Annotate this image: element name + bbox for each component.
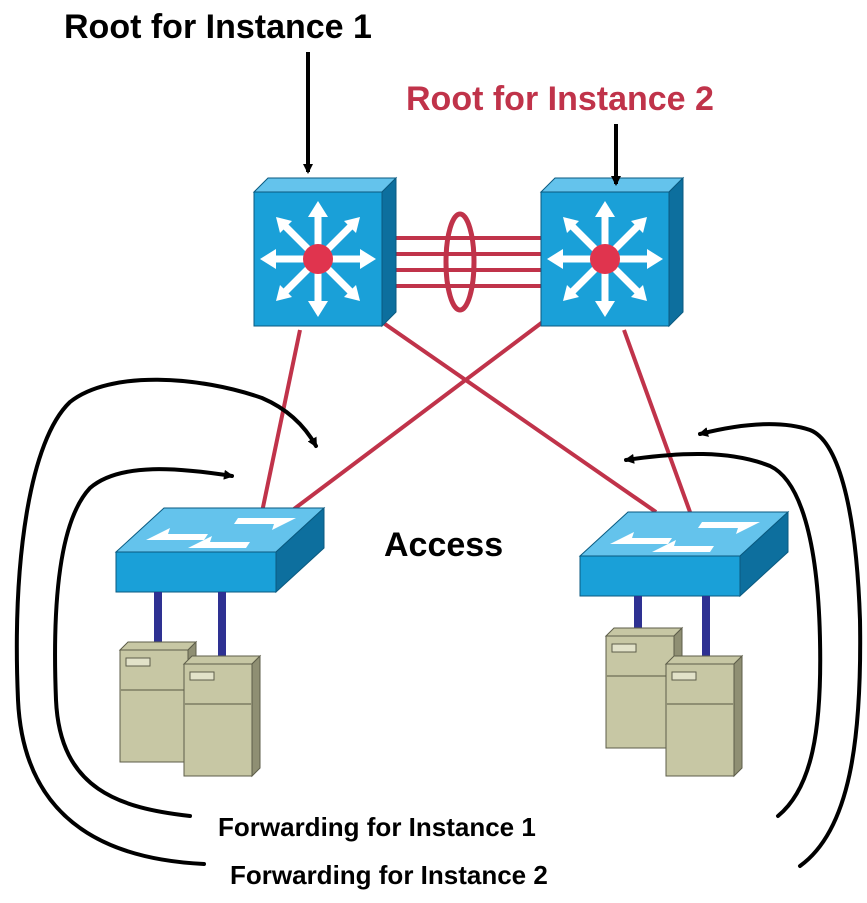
core-switch-1 (252, 176, 398, 328)
forwarding-instance-2-label: Forwarding for Instance 2 (230, 860, 548, 890)
forwarding-path-instance-1-right (624, 451, 823, 818)
workgroup-switch-icon (578, 510, 790, 598)
forwarding-path-instance-2-left (14, 377, 318, 866)
server-right-b (664, 654, 744, 778)
workgroup-switch-icon (114, 506, 326, 594)
multilayer-switch-icon (539, 176, 685, 328)
forwarding-instance-1-label: Forwarding for Instance 1 (218, 812, 536, 842)
core-switch-2 (539, 176, 685, 328)
uplink-core1-access2 (380, 320, 658, 514)
uplink-core2-access2 (622, 329, 692, 513)
access-layer-label: Access (384, 526, 504, 564)
server-cables (154, 592, 710, 660)
root-instance-2-label: Root for Instance 2 (406, 80, 714, 118)
forwarding-path-instance-1-left (53, 467, 234, 818)
server-icon (604, 626, 684, 750)
etherchannel-bundle (396, 211, 544, 313)
uplinks (260, 316, 692, 514)
multilayer-switch-icon (252, 176, 398, 328)
uplink-core1-access1 (260, 329, 302, 513)
access-switch-1 (114, 506, 326, 594)
root-pointers (303, 52, 621, 186)
server-right-a (604, 626, 684, 750)
root-instance-1-label: Root for Instance 1 (64, 8, 372, 46)
forwarding-path-instance-2-right (698, 422, 863, 868)
server-left-b (182, 654, 262, 778)
server-icon (664, 654, 744, 778)
server-icon (182, 654, 262, 778)
forwarding-paths (14, 377, 863, 868)
uplink-core2-access1 (288, 316, 550, 514)
access-switch-2 (578, 510, 790, 598)
channel-ellipse (443, 211, 477, 313)
